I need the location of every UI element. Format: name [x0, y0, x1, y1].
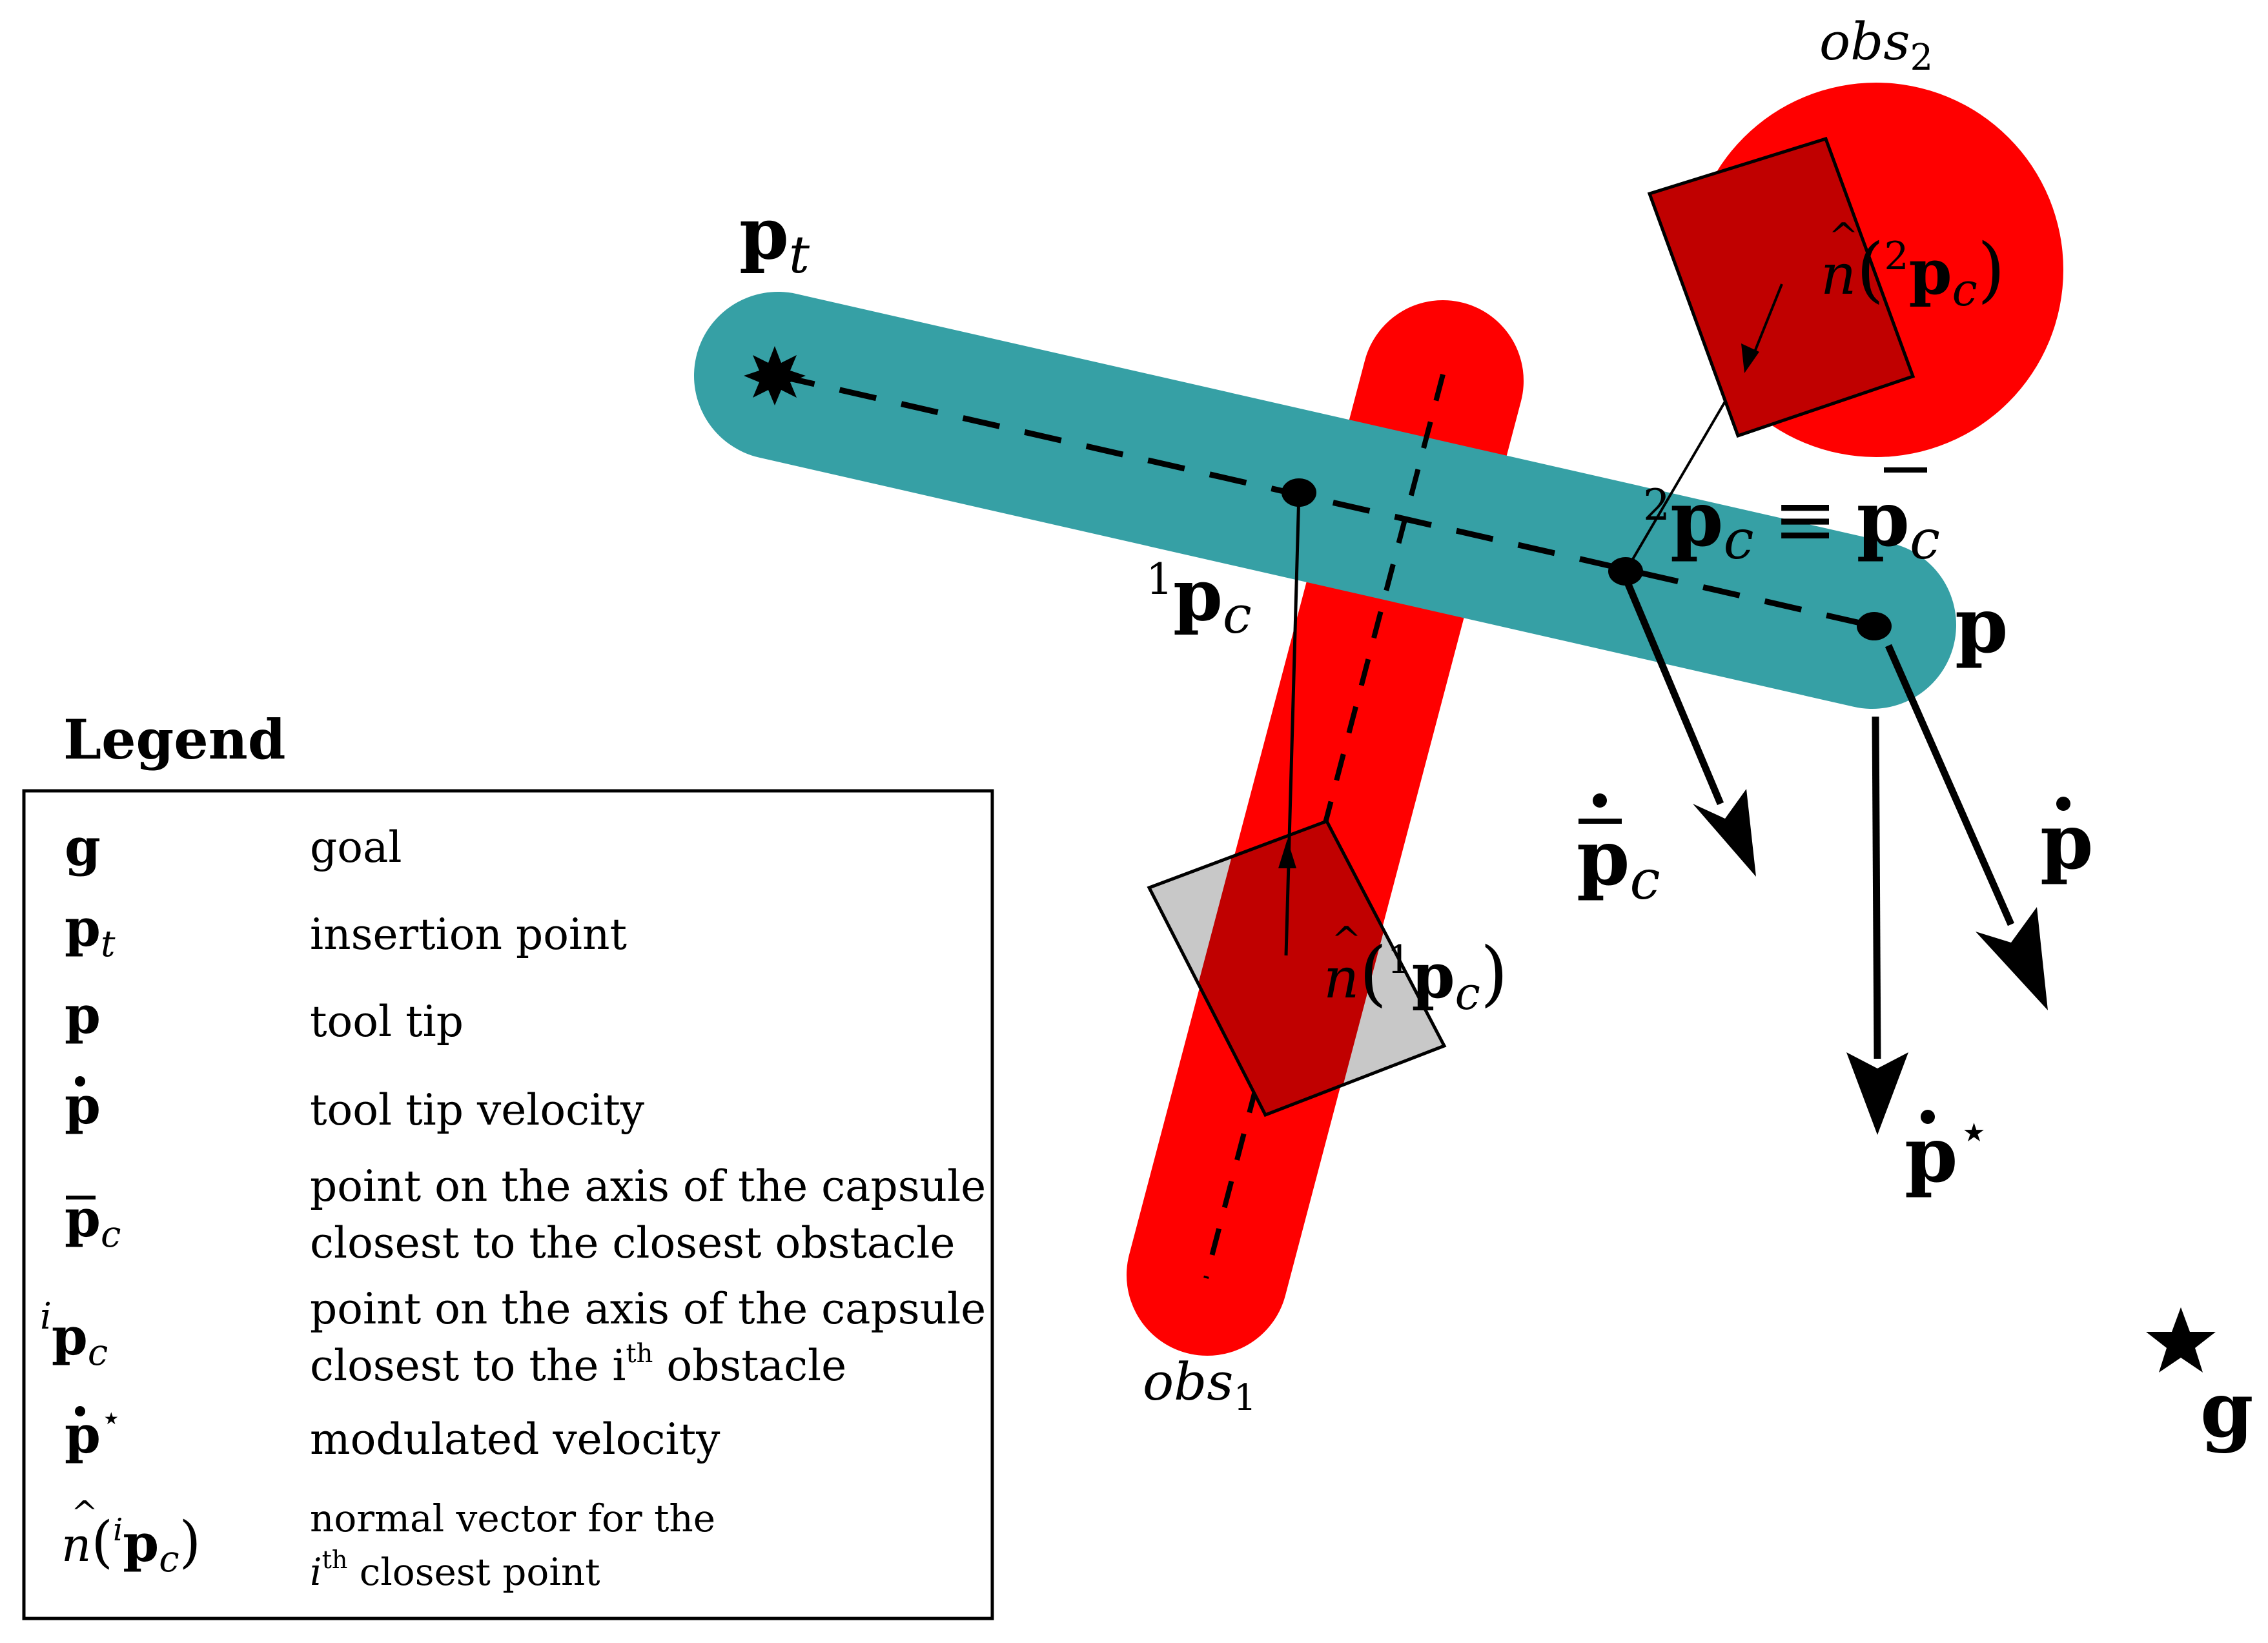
obs1-label: obs1: [1143, 1352, 1256, 1419]
normal-2-hat: ^: [1828, 216, 1859, 258]
legend-desc-p: tool tip: [310, 997, 464, 1046]
velocity-closest-label: pc: [1577, 813, 1660, 912]
legend-symbol-pdot-dot: [75, 1076, 85, 1087]
tool-tip-dot: [1857, 612, 1892, 640]
legend-desc-nhat-2: ith closest point: [310, 1546, 600, 1594]
legend-symbol-p: p: [65, 985, 101, 1045]
tool-tip-velocity-arrowhead: [1976, 907, 2048, 1010]
tool-capsule: [694, 292, 1956, 709]
normal-1-hat: ^: [1331, 919, 1362, 961]
legend-symbol-nhat-hat: ^: [71, 1494, 98, 1531]
obs2-label: obs2: [1819, 12, 1933, 79]
modulated-velocity-label: p⋆: [1905, 1101, 1990, 1199]
legend-desc-ipc-1: point on the axis of the capsule: [310, 1284, 986, 1334]
legend-desc-pbar-1: point on the axis of the capsule: [310, 1161, 986, 1211]
insertion-point-label: pt: [739, 192, 810, 285]
legend: Legend g goal pt insertion point p tool …: [22, 708, 994, 1620]
legend-desc-pstar: modulated velocity: [310, 1414, 720, 1464]
legend-desc-pdot: tool tip velocity: [310, 1085, 645, 1135]
closest-point-2-label: 2pc≡pc: [1643, 474, 1940, 571]
closest-point-1-dot: [1282, 478, 1316, 507]
velocity-closest-dot: [1593, 793, 1607, 808]
velocity-closest-arrowhead: [1693, 789, 1756, 877]
tool-tip-velocity-label: p: [2040, 797, 2094, 886]
modulated-velocity-arrowhead: [1846, 1052, 1908, 1135]
legend-symbol-pstar-dot: [75, 1406, 85, 1416]
modulated-velocity-arrow: [1872, 716, 1881, 1059]
normal-2-label: n(2pc): [1821, 228, 2005, 316]
legend-desc-g: goal: [310, 822, 402, 872]
normal-1-arrowhead: [1278, 839, 1296, 868]
legend-box: [22, 789, 994, 1620]
tool-tip-velocity-dot: [2056, 797, 2070, 811]
legend-symbol-ipc: ipc: [40, 1296, 108, 1374]
legend-symbol-g: g: [65, 817, 101, 877]
normal-1-label: n(1pc): [1323, 932, 1508, 1020]
legend-title: Legend: [63, 708, 286, 771]
velocity-closest-arrow: [1624, 582, 1724, 806]
tangent-plane-1: [1147, 819, 1447, 1117]
legend-desc-nhat-1: normal vector for the: [310, 1496, 715, 1540]
modulated-velocity-dot: [1921, 1110, 1935, 1124]
normal-2-arrowhead: [1741, 343, 1759, 373]
tool-tip-velocity-arrow: [1885, 644, 2015, 926]
normal-1-line: [1284, 492, 1301, 956]
goal-star-icon: [2146, 1307, 2216, 1373]
closest-point-2-dot: [1608, 557, 1643, 586]
insertion-point-marker: [744, 346, 806, 405]
normal-2-line: [1624, 400, 1726, 573]
legend-desc-pbar-2: closest to the closest obstacle: [310, 1218, 955, 1268]
legend-symbol-nhat: n(ipc): [61, 1510, 201, 1580]
normal-2-arrow: [1752, 283, 1783, 357]
legend-desc-ipc-2: closest to the ith obstacle: [310, 1339, 846, 1391]
closest-point-1-label: 1pc: [1146, 553, 1252, 645]
goal-label: g: [2200, 1365, 2254, 1454]
legend-desc-pt: insertion point: [310, 910, 627, 959]
tool-tip-label: p: [1955, 580, 2008, 670]
